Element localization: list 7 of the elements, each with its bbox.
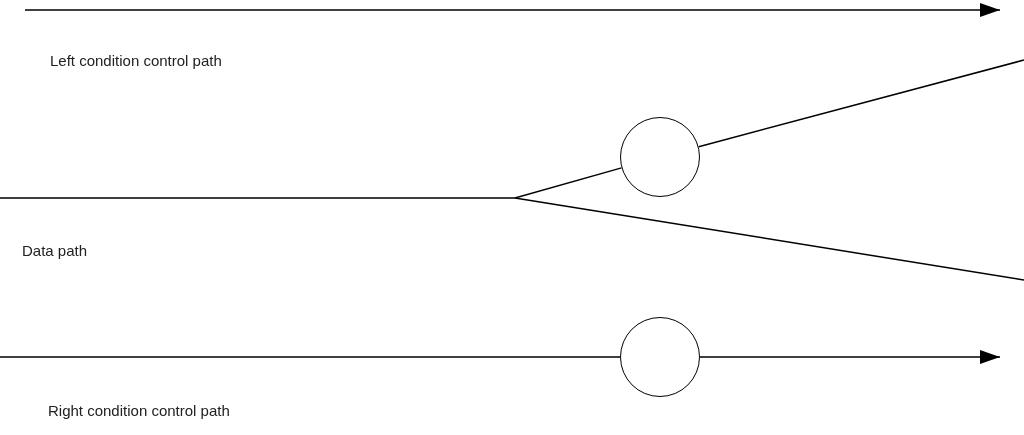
path-label: Right condition control path — [48, 402, 230, 419]
connector-line — [697, 59, 1024, 148]
connector-line — [0, 167, 623, 199]
connector-line — [699, 350, 1001, 364]
path-label: Data path — [22, 242, 88, 259]
connector-line — [0, 356, 621, 358]
path-label: Left condition control path — [50, 52, 222, 69]
